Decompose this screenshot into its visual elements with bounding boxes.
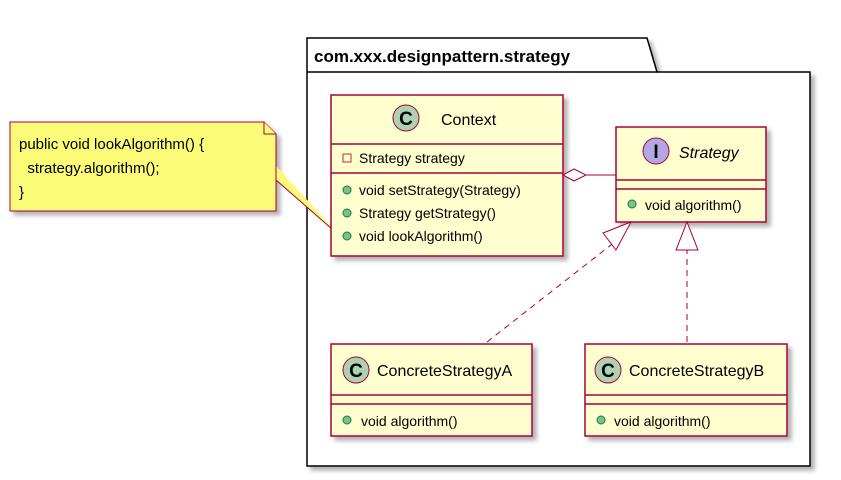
public-method-icon: [342, 231, 352, 241]
public-method-icon: [342, 208, 352, 218]
note-line-1: public void lookAlgorithm() {: [19, 136, 204, 153]
context-method-3: void lookAlgorithm(): [359, 228, 483, 244]
realization-arrow-icon: [675, 220, 699, 251]
context-class: C Context Strategy strategy void setStra…: [330, 94, 564, 257]
context-name: Context: [441, 112, 497, 129]
note-connector: [275, 166, 341, 237]
public-method-icon: [627, 199, 637, 209]
package-name: com.xxx.designpattern.strategy: [314, 47, 571, 66]
context-field-1: Strategy strategy: [359, 150, 465, 166]
strategy-interface: I Strategy void algorithm(): [615, 126, 767, 223]
class-badge-letter: C: [601, 361, 615, 382]
concrete-strategy-a-class: C ConcreteStrategyA void algorithm(): [330, 343, 533, 437]
public-method-icon: [342, 185, 352, 195]
strategy-name: Strategy: [679, 145, 740, 162]
concrete-a-method-1: void algorithm(): [361, 413, 457, 429]
concrete-a-name: ConcreteStrategyA: [377, 363, 513, 380]
class-badge-icon: [342, 356, 370, 384]
realization-arrow-icon: [602, 221, 633, 251]
public-method-icon: [596, 415, 606, 425]
realization-edge-b: [675, 220, 699, 342]
class-badge-icon: [392, 104, 420, 132]
context-method-2: Strategy getStrategy(): [359, 205, 496, 221]
note-line-2: strategy.algorithm();: [19, 160, 160, 177]
note: public void lookAlgorithm() { strategy.a…: [9, 121, 277, 212]
realization-edge-a: [486, 221, 633, 343]
context-method-1: void setStrategy(Strategy): [359, 182, 521, 198]
interface-badge-letter: I: [653, 142, 658, 163]
concrete-b-name: ConcreteStrategyB: [629, 363, 764, 380]
aggregation-diamond-icon: [561, 168, 588, 182]
class-badge-letter: C: [399, 109, 413, 130]
note-line-3: }: [19, 184, 24, 201]
concrete-b-method-1: void algorithm(): [614, 413, 710, 429]
class-badge-icon: [594, 356, 622, 384]
private-field-icon: [342, 153, 352, 163]
aggregation-edge: [561, 168, 616, 182]
interface-badge-icon: [642, 137, 670, 165]
public-method-icon: [342, 415, 352, 425]
class-badge-letter: C: [349, 361, 363, 382]
concrete-strategy-b-class: C ConcreteStrategyB void algorithm(): [584, 343, 788, 437]
strategy-method-1: void algorithm(): [645, 197, 741, 213]
